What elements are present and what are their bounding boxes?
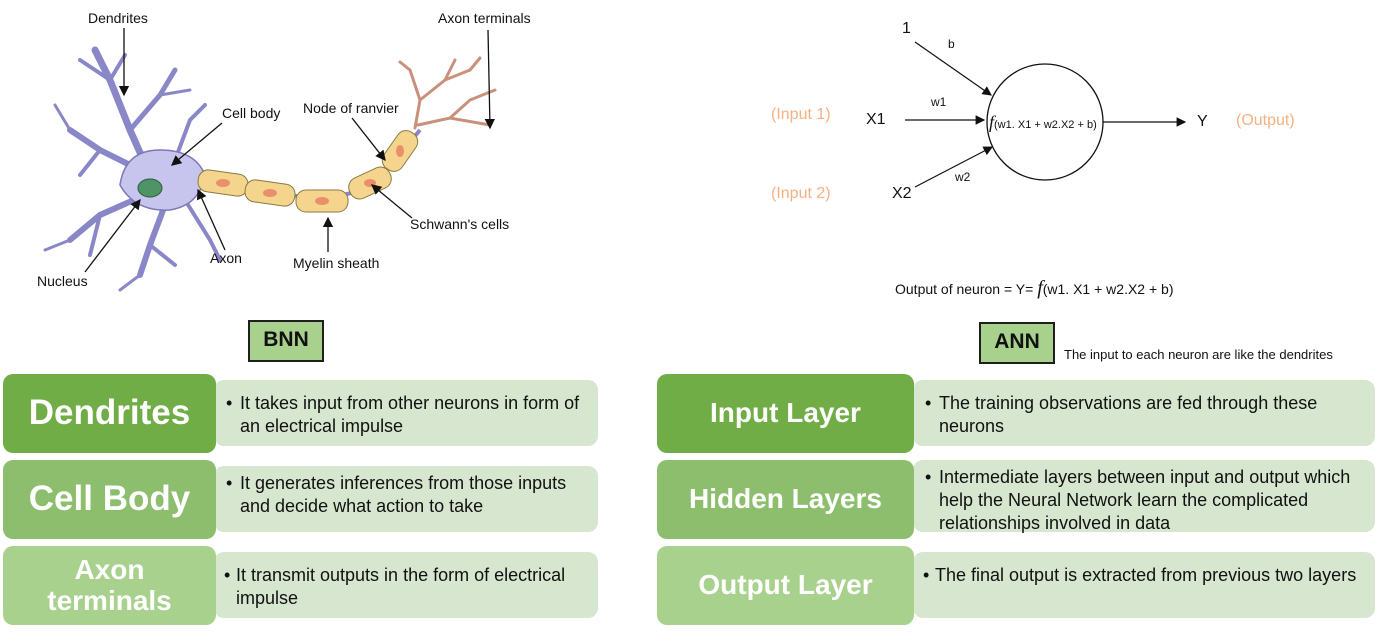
- ann-dendrite-note: The input to each neuron are like the de…: [1064, 347, 1333, 362]
- myelin-segments: [197, 130, 419, 213]
- node-of-ranvier-label: Node of ranvier: [303, 100, 399, 116]
- ann-row-hidden-layers-desc: • Intermediate layers between input and …: [913, 460, 1375, 533]
- axon-label: Axon: [210, 250, 242, 266]
- bullet: •: [925, 393, 932, 413]
- ann-row-output-layer-head: Output Layer: [657, 546, 914, 625]
- y-label: Y: [1197, 113, 1208, 130]
- myelin-sheath-label: Myelin sheath: [293, 255, 380, 271]
- bnn-row-text: It generates inferences from those input…: [240, 473, 567, 516]
- ann-row-input-layer-desc: • The training observations are fed thro…: [913, 380, 1375, 446]
- x1-label: X1: [866, 111, 886, 128]
- formula-args: (w1. X1 + w2.X2 + b): [1042, 281, 1174, 297]
- neuron-function: f(w1. X1 + w2.X2 + b): [989, 112, 1097, 133]
- neuron-illustration: [43, 28, 497, 292]
- ann-row-text: The final output is extracted from previ…: [935, 565, 1357, 585]
- x2-label: X2: [892, 185, 912, 202]
- bnn-row-axon-terminals-desc: • It transmit outputs in the form of ele…: [214, 552, 598, 618]
- bias-arrow: [914, 41, 992, 96]
- ann-tag: ANN: [979, 322, 1055, 364]
- bnn-row-text: It takes input from other neurons in for…: [240, 393, 580, 436]
- input2-note: (Input 2): [771, 185, 831, 202]
- cell-body-shape: [119, 149, 206, 211]
- input1-note: (Input 1): [771, 106, 831, 123]
- bnn-row-cell-body-desc: • It generates inferences from those inp…: [214, 466, 598, 532]
- w2-label: w2: [955, 170, 971, 184]
- bullet: •: [923, 565, 930, 585]
- bnn-row-dendrites-head: Dendrites: [3, 374, 216, 453]
- axon-terminals-label: Axon terminals: [438, 10, 531, 26]
- function-args: (w1. X1 + w2.X2 + b): [994, 119, 1097, 131]
- bias-weight-label: b: [948, 37, 955, 51]
- bnn-row-text: It transmit outputs in the form of elect…: [236, 565, 566, 608]
- function-symbol: f: [989, 112, 995, 132]
- pointer-arrows: [84, 28, 496, 273]
- bullet: •: [226, 473, 233, 493]
- bullet: •: [226, 393, 233, 413]
- ann-row-hidden-layers-head: Hidden Layers: [657, 460, 914, 539]
- bullet: •: [224, 565, 231, 585]
- output-note: (Output): [1236, 112, 1295, 129]
- dendrites-label: Dendrites: [88, 10, 148, 26]
- bullet: •: [925, 467, 932, 487]
- bnn-row-cell-body-head: Cell Body: [3, 460, 216, 539]
- ann-neuron-diagram: [905, 41, 1187, 188]
- ann-row-text: The training observations are fed throug…: [939, 393, 1318, 436]
- ann-row-text: Intermediate layers between input and ou…: [939, 467, 1351, 533]
- x2-arrow: [914, 146, 994, 188]
- w1-label: w1: [931, 95, 947, 109]
- schwann-nuclei: [216, 145, 404, 205]
- nucleus-shape: [137, 178, 163, 198]
- cell-body-label: Cell body: [222, 105, 281, 121]
- nucleus-label: Nucleus: [37, 273, 88, 289]
- ann-row-input-layer-head: Input Layer: [657, 374, 914, 453]
- bnn-tag: BNN: [248, 320, 324, 362]
- schwanns-cells-label: Schwann's cells: [410, 216, 510, 232]
- formula-prefix: Output of neuron = Y=: [895, 281, 1034, 297]
- formula-symbol: f: [1037, 277, 1043, 299]
- bnn-row-axon-terminals-head: Axon terminals: [3, 546, 216, 625]
- bias-input-label: 1: [902, 20, 911, 37]
- output-formula: Output of neuron = Y= f(w1. X1 + w2.X2 +…: [895, 277, 1173, 300]
- ann-row-output-layer-desc: • The final output is extracted from pre…: [913, 552, 1375, 618]
- axon-terminal-branches: [398, 56, 497, 130]
- bnn-row-dendrites-desc: • It takes input from other neurons in f…: [214, 380, 598, 446]
